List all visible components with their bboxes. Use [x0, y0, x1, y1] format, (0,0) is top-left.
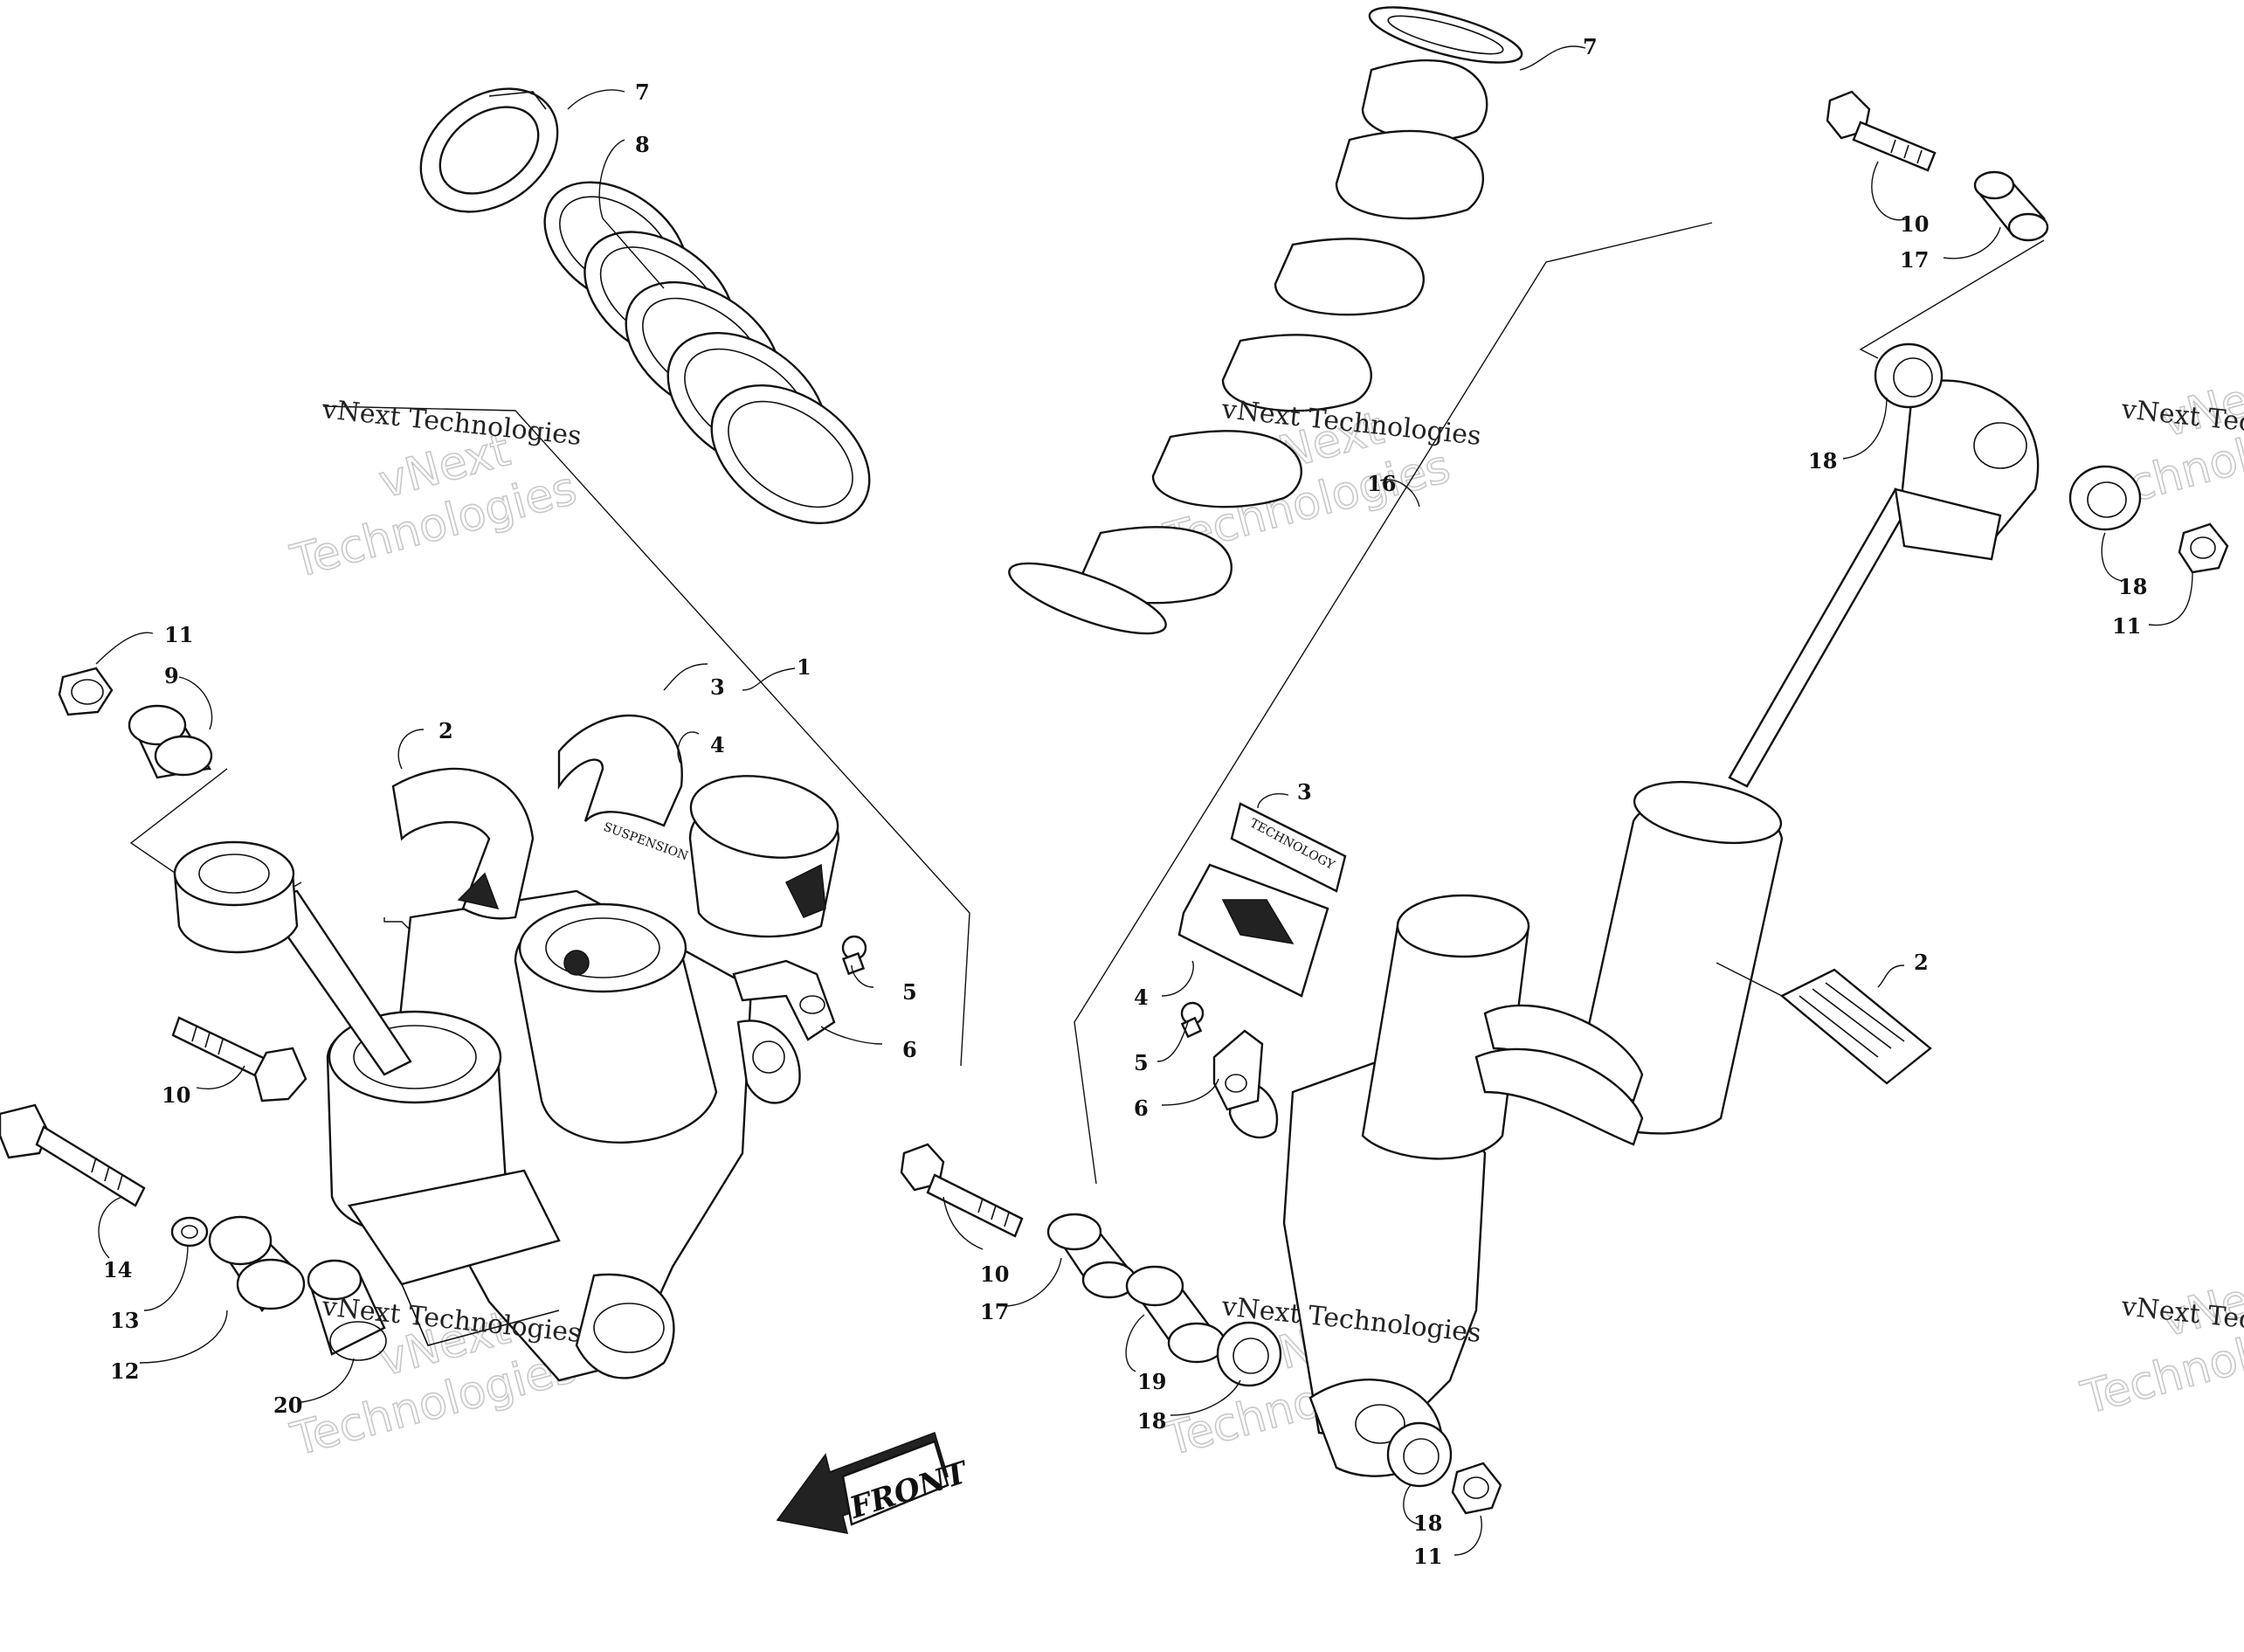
- leader-lines: [95, 45, 2193, 1556]
- right-bottom-spacer-19: [1125, 1265, 1226, 1364]
- callout-17-right-top: 17: [1900, 247, 1929, 273]
- right-screw-5: [1180, 1001, 1205, 1039]
- left-clip-6: [732, 959, 836, 1041]
- callout-2-left: 2: [438, 718, 453, 743]
- callout-9: 9: [164, 663, 179, 688]
- callout-11-right-bottom: 11: [1413, 1544, 1442, 1569]
- callout-1: 1: [797, 654, 811, 680]
- callout-19: 19: [1137, 1369, 1166, 1394]
- right-nut-11-top: [2178, 522, 2229, 574]
- left-bolt-10: [171, 1016, 307, 1102]
- left-spring-seat-7: [419, 87, 559, 213]
- sticker-suspension-text: SUSPENSION: [602, 820, 690, 864]
- callout-10-left: 10: [162, 1082, 190, 1108]
- left-spacer-12: [208, 1215, 306, 1312]
- callout-5-left: 5: [902, 979, 917, 1005]
- right-bottom-bushing-18-a: [1216, 1321, 1282, 1387]
- right-bottom-nut-11: [1451, 1462, 1502, 1515]
- right-bushing-18-top: [1874, 342, 1944, 409]
- right-shock-body: [1228, 379, 2040, 1477]
- right-bottom-bolt-10: [900, 1143, 1024, 1238]
- right-top-spacer-17: [1973, 170, 2049, 242]
- callout-5-right: 5: [1134, 1050, 1149, 1075]
- callout-18-right-bottom-a: 18: [1137, 1408, 1166, 1434]
- callout-6-left: 6: [902, 1037, 917, 1062]
- left-washer-13: [170, 1216, 209, 1248]
- right-sticker-4: [1177, 863, 1329, 998]
- callout-16: 16: [1367, 471, 1396, 496]
- callout-18-right-bottom-b: 18: [1413, 1510, 1442, 1536]
- callout-7-left: 7: [635, 79, 650, 105]
- callout-18-right-side: 18: [2118, 574, 2147, 599]
- right-coil-spring-16: [1008, 6, 1523, 635]
- callout-13: 13: [110, 1308, 139, 1333]
- left-sticker-4: [688, 775, 840, 938]
- callout-11-right-top: 11: [2112, 613, 2141, 639]
- left-bushing-20: [307, 1259, 387, 1361]
- left-shock-body: [173, 840, 801, 1382]
- right-bushing-18-side: [2068, 465, 2142, 531]
- callout-4-left: 4: [710, 732, 725, 757]
- right-sticker-3: TECHNOLOGY: [1230, 802, 1347, 893]
- right-bottom-bushing-18-b: [1386, 1421, 1453, 1488]
- left-coil-spring-8: [543, 181, 871, 525]
- right-top-bolt-10: [1826, 90, 1937, 172]
- callout-7-right: 7: [1583, 34, 1598, 59]
- right-bottom-spacer-17: [1046, 1213, 1137, 1299]
- callout-2-right: 2: [1914, 950, 1929, 975]
- left-screw-5: [841, 935, 867, 976]
- callout-labels: 7 8 1 3 4 2 5 6 11 9 10 14 13 12 20 7 10…: [103, 34, 2147, 1569]
- callout-11-left: 11: [164, 622, 193, 647]
- right-clip-6: [1212, 1029, 1264, 1111]
- callout-14: 14: [103, 1257, 132, 1282]
- callout-8: 8: [635, 132, 650, 157]
- callout-18-right-top: 18: [1808, 448, 1837, 473]
- left-sticker-3: SUSPENSION: [557, 714, 690, 864]
- right-sticker-2: [1779, 968, 1932, 1085]
- callout-6-right: 6: [1134, 1096, 1149, 1121]
- callout-10-right-top: 10: [1900, 211, 1929, 237]
- callout-10-right-bottom: 10: [980, 1261, 1009, 1287]
- callout-12: 12: [110, 1358, 139, 1384]
- callout-17-right-bottom: 17: [980, 1299, 1009, 1324]
- left-spacer-9: [128, 704, 213, 779]
- left-nut-11: [58, 667, 114, 716]
- callout-20: 20: [273, 1393, 302, 1418]
- callout-3-right: 3: [1297, 779, 1312, 805]
- callout-4-right: 4: [1134, 985, 1149, 1010]
- left-bolt-14: [0, 1103, 146, 1207]
- callout-3-left: 3: [710, 674, 725, 700]
- front-direction-arrow: FRONT: [776, 1432, 974, 1534]
- left-sticker-2: [391, 767, 535, 920]
